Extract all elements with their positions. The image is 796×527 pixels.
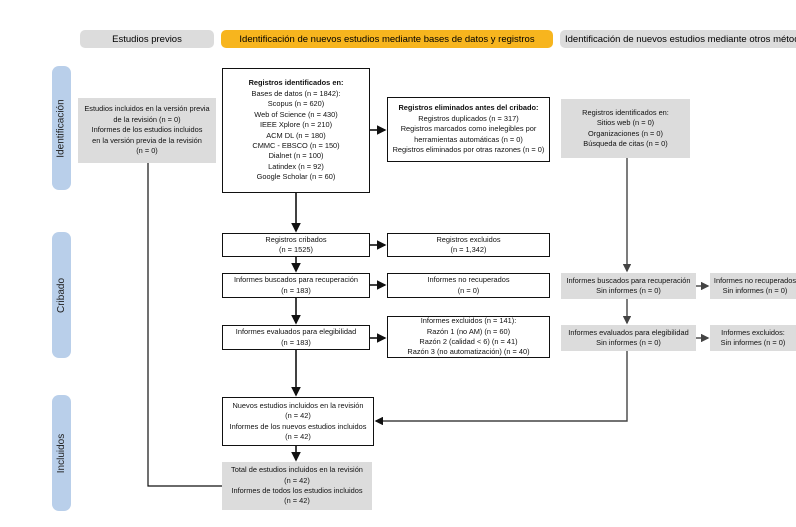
- box-text-line: Organizaciones (n = 0): [588, 128, 663, 138]
- box-text-line: en la versión previa de la revisión: [92, 135, 202, 145]
- box-text-line: (n = 183): [281, 285, 311, 295]
- box-text-line: Informes de todos los estudios incluidos: [231, 486, 363, 495]
- phase-label: Incluidos: [56, 433, 67, 473]
- records-excluded-box: Registros excluidos(n = 1,342): [387, 233, 550, 257]
- box-text-line: Nuevos estudios incluidos en la revisión: [232, 400, 364, 410]
- box-text-line: CMMC - EBSCO (n = 150): [252, 140, 340, 150]
- box-text-line: (n = 0): [136, 146, 158, 156]
- box-text-line: Informes no recuperados: [427, 275, 510, 285]
- box-text-line: (n = 42): [284, 475, 310, 485]
- box-text-line: Informes buscados para recuperación: [233, 275, 359, 285]
- box-text-line: Sin informes (n = 0): [722, 286, 788, 295]
- box-text-line: Razón 1 (no AM) (n = 60): [426, 326, 511, 336]
- header-database-identification: Identificación de nuevos estudios median…: [221, 30, 553, 48]
- box-text-line: Latindex (n = 92): [268, 161, 324, 171]
- records-removed-box: Registros eliminados antes del cribado: …: [387, 97, 550, 162]
- box-text-line: Informes de los estudios incluidos: [91, 125, 203, 135]
- records-identified-box: Registros identificados en: Bases de dat…: [222, 68, 370, 193]
- box-text-line: Razón 2 (calidad < 6) (n = 41): [419, 337, 518, 346]
- phase-included: Incluidos: [52, 395, 71, 511]
- box-text-line: Dialnet (n = 100): [268, 151, 324, 161]
- box-text-line: Registros identificados en:: [248, 78, 344, 88]
- other-excluded-box: Informes excluidos:Sin informes (n = 0): [710, 325, 796, 351]
- reports-retrieval-box: Informes buscados para recuperación(n = …: [222, 273, 370, 298]
- box-text-line: Registros cribados: [265, 234, 327, 244]
- reports-excluded-box: Informes excluidos (n = 141):Razón 1 (no…: [387, 316, 550, 358]
- box-text-line: (n = 183): [281, 337, 311, 347]
- box-text-line: (n = 42): [285, 411, 311, 421]
- box-text-line: ACM DL (n = 180): [266, 130, 326, 140]
- phase-label: Identificación: [56, 98, 67, 158]
- box-text-line: Registros eliminados por otras razones (…: [392, 145, 545, 155]
- box-text-line: Scopus (n = 620): [267, 99, 325, 109]
- box-text-line: Razón 3 (no automatización) (n = 40): [407, 347, 530, 357]
- box-text-line: Web of Science (n = 430): [254, 109, 338, 119]
- box-text-line: Registros identificados en:: [582, 107, 669, 117]
- reports-not-retrieved-box: Informes no recuperados(n = 0): [387, 273, 550, 298]
- box-text-line: Informes excluidos (n = 141):: [420, 316, 517, 326]
- box-text-line: Informes evaluados para elegibilidad: [568, 327, 689, 337]
- box-text-line: (n = 1525): [279, 245, 313, 254]
- box-text-line: (n = 42): [285, 431, 311, 441]
- box-text-line: Sin informes (n = 0): [596, 338, 661, 347]
- box-text-line: (n = 1,342): [450, 245, 487, 254]
- box-text-line: Informes excluidos:: [721, 327, 785, 337]
- box-text-line: herramientas automáticas (n = 0): [414, 134, 523, 144]
- box-text-line: Registros excluidos: [436, 234, 501, 244]
- header-previous-studies: Estudios previos: [80, 30, 214, 48]
- box-text-line: Sitios web (n = 0): [596, 118, 655, 128]
- box-text-line: IEEE Xplore (n = 210): [259, 120, 333, 130]
- phase-screening: Cribado: [52, 232, 71, 358]
- box-text-line: Sin informes (n = 0): [596, 286, 661, 295]
- box-text-line: Estudios incluidos en la versión previa: [84, 104, 210, 114]
- box-text-line: Informes evaluados para elegibilidad: [235, 327, 357, 337]
- box-text-line: Bases de datos (n = 1842):: [251, 88, 341, 98]
- total-studies-included-box: Total de estudios incluidos en la revisi…: [222, 462, 372, 510]
- box-text-line: Google Scholar (n = 60): [256, 172, 336, 182]
- phase-label: Cribado: [56, 277, 67, 313]
- box-text-line: Búsqueda de citas (n = 0): [583, 138, 668, 148]
- box-text-line: Total de estudios incluidos en la revisi…: [231, 465, 363, 475]
- phase-identification: Identificación: [52, 66, 71, 190]
- box-text-line: Informes buscados para recuperación: [566, 275, 691, 285]
- reports-eligibility-box: Informes evaluados para elegibilidad(n =…: [222, 325, 370, 350]
- box-text-line: Informes no recuperados: [713, 275, 796, 285]
- other-records-identified-box: Registros identificados en:Sitios web (n…: [561, 99, 690, 158]
- records-screened-box: Registros cribados(n = 1525): [222, 233, 370, 257]
- box-text-line: Informes de los nuevos estudios incluido…: [229, 421, 367, 431]
- new-studies-included-box: Nuevos estudios incluidos en la revisión…: [222, 397, 374, 446]
- box-text-line: (n = 0): [457, 285, 480, 295]
- box-text-line: Registros duplicados (n = 317): [418, 113, 519, 123]
- box-text-line: Sin informes (n = 0): [720, 338, 786, 347]
- box-text-line: de la revisión (n = 0): [113, 114, 181, 124]
- box-text-line: Registros marcados como inelegibles por: [400, 124, 537, 134]
- box-text-line: (n = 42): [284, 496, 310, 506]
- header-other-methods: Identificación de nuevos estudios median…: [560, 30, 796, 48]
- box-text-line: Registros eliminados antes del cribado:: [398, 103, 539, 113]
